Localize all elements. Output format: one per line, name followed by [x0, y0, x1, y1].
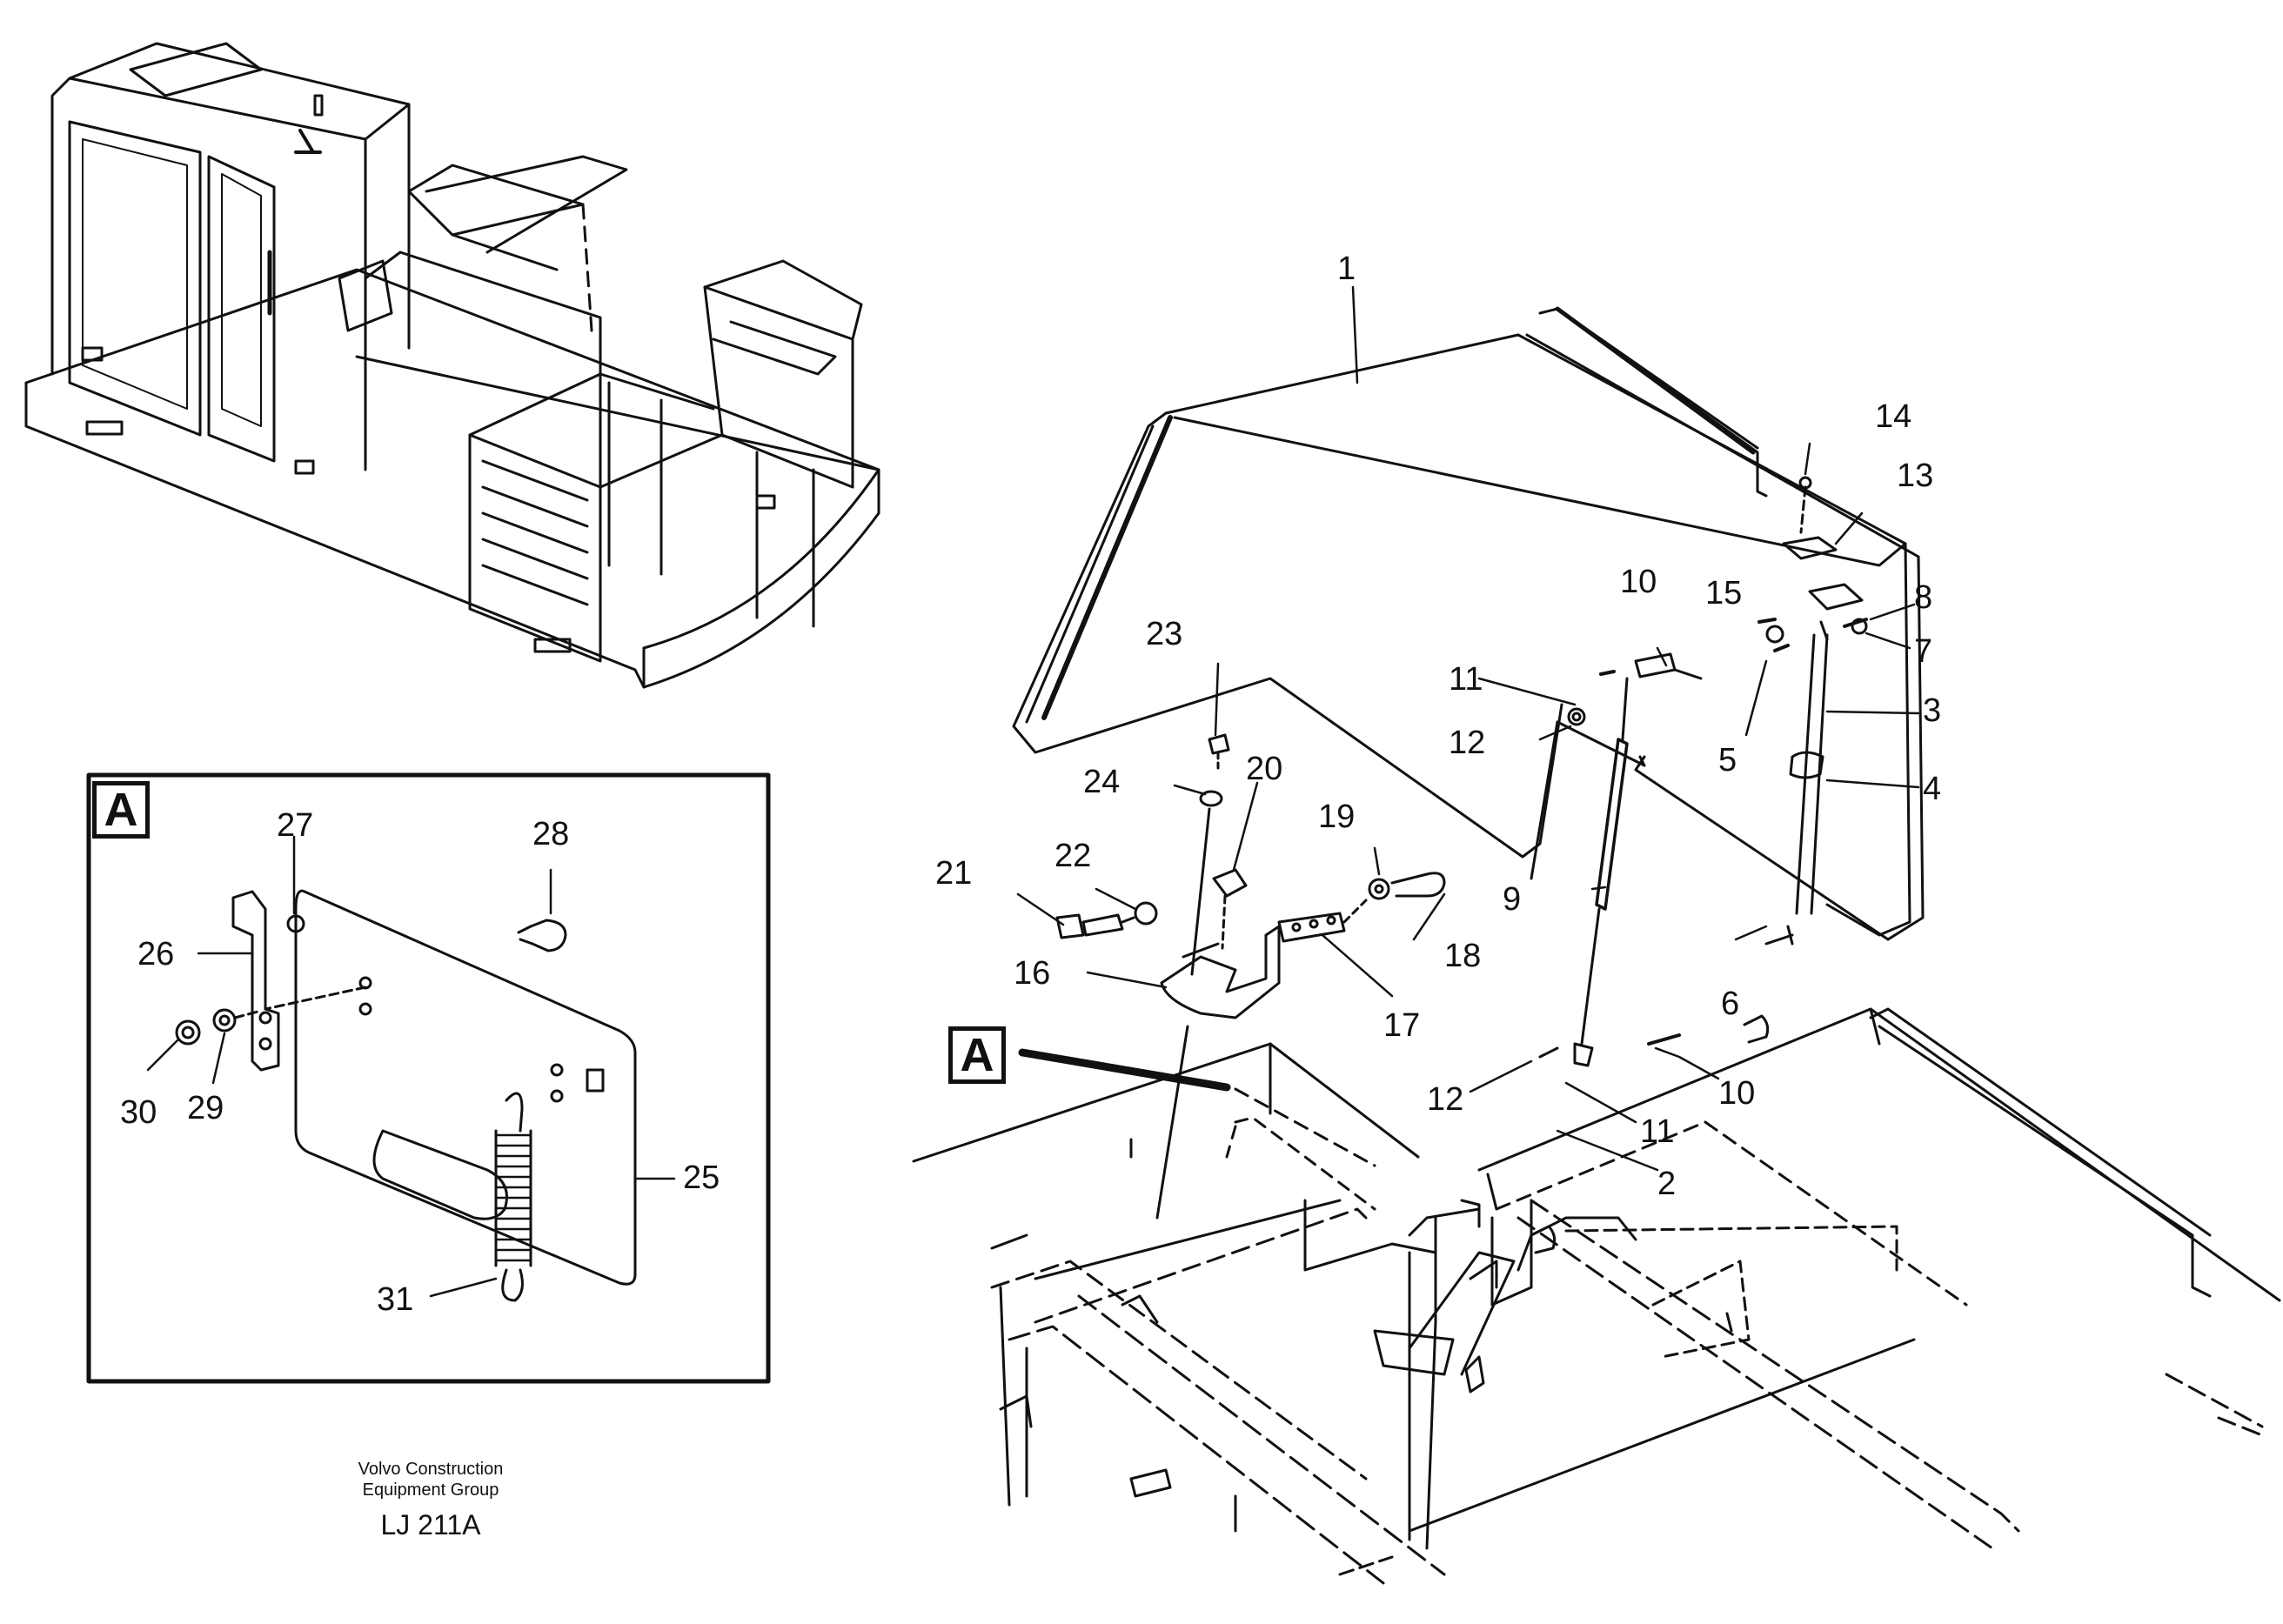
part-label-21: 21 [935, 855, 973, 892]
detail-a-reference-marker: A [948, 1026, 1006, 1084]
part-label-11: 11 [1449, 661, 1483, 698]
part-label-11b: 11 [1640, 1113, 1675, 1150]
excavator-overview-illustration [24, 42, 880, 689]
detail-a-frame [86, 772, 771, 1384]
main-leader-lines [1016, 285, 1920, 1172]
part-label-17: 17 [1383, 1007, 1421, 1044]
part-label-15: 15 [1705, 575, 1743, 612]
publisher-line-2: Equipment Group [362, 1480, 499, 1500]
part-label-10b: 10 [1718, 1075, 1756, 1112]
part-label-5: 5 [1718, 742, 1737, 779]
detail-a-tag: A [92, 781, 150, 839]
part-label-4: 4 [1923, 771, 1942, 807]
part-label-9: 9 [1503, 881, 1522, 918]
part-label-7: 7 [1914, 633, 1933, 670]
part-label-18: 18 [1444, 938, 1482, 974]
part-label-10: 10 [1620, 564, 1657, 600]
part-label-28: 28 [532, 816, 570, 852]
part-label-26: 26 [137, 936, 175, 972]
part-label-20: 20 [1246, 751, 1283, 787]
part-label-1: 1 [1337, 251, 1356, 287]
detail-a-illustration [175, 889, 637, 1302]
part-label-12: 12 [1449, 725, 1486, 761]
part-label-6: 6 [1721, 986, 1740, 1022]
latch-assembly-illustration [1055, 733, 1446, 1220]
part-label-27: 27 [277, 807, 314, 844]
publisher-line-1: Volvo Construction [358, 1460, 504, 1479]
part-label-2: 2 [1657, 1166, 1677, 1202]
part-label-31: 31 [377, 1281, 414, 1318]
frame-structure-illustration [912, 1007, 2281, 1585]
part-label-3: 3 [1923, 692, 1942, 729]
part-label-30: 30 [120, 1094, 157, 1131]
part-label-8: 8 [1914, 579, 1933, 616]
drawing-code: LJ 211A [380, 1509, 481, 1540]
detail-a-leader-lines [146, 835, 676, 1298]
hood-assembly-illustration [1012, 306, 1925, 1067]
part-label-14: 14 [1875, 398, 1912, 435]
part-label-24: 24 [1083, 764, 1121, 800]
part-label-16: 16 [1014, 955, 1051, 992]
part-label-12b: 12 [1427, 1081, 1464, 1118]
part-label-25: 25 [683, 1160, 720, 1196]
part-label-13: 13 [1897, 458, 1934, 494]
part-label-23: 23 [1146, 616, 1183, 652]
part-label-29: 29 [187, 1090, 224, 1126]
part-label-19: 19 [1318, 799, 1356, 835]
part-label-22: 22 [1054, 838, 1092, 874]
